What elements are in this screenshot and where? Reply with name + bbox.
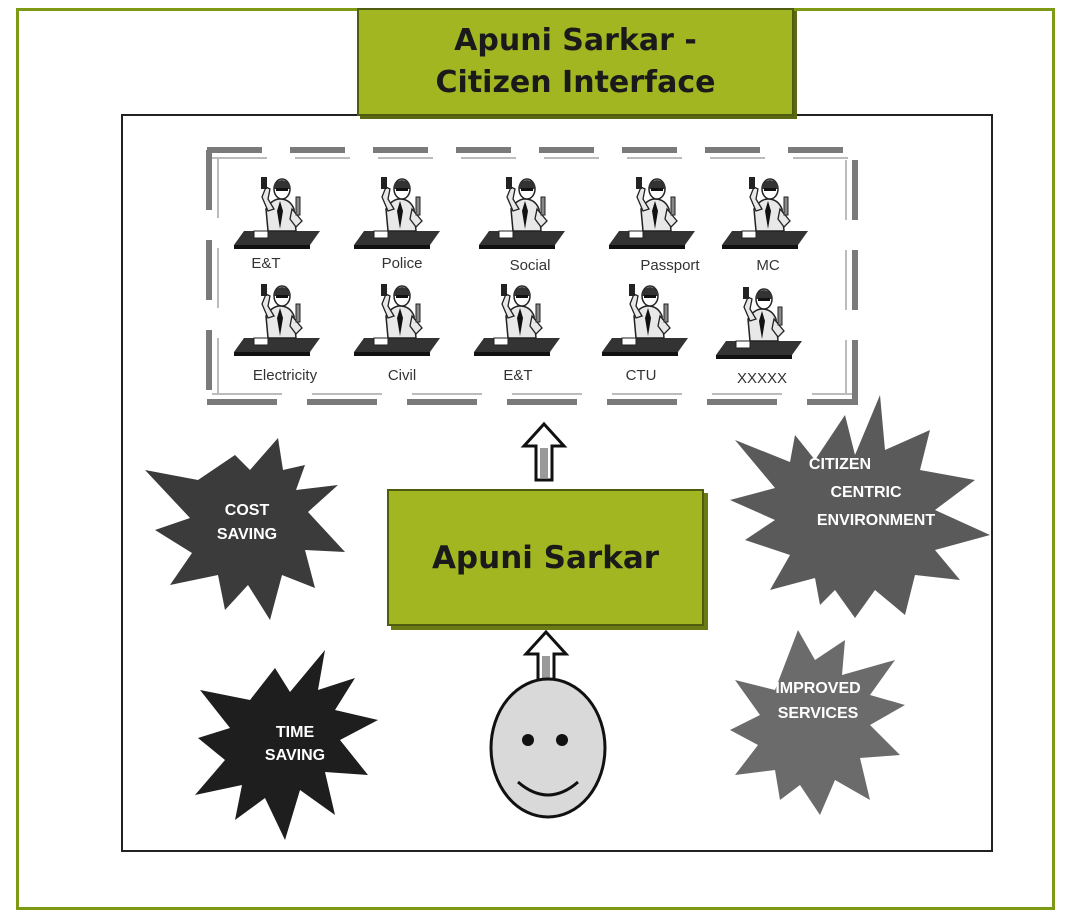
citizen-centric-line3: ENVIRONMENT: [817, 512, 935, 529]
dept-label-et-1: E&T: [251, 255, 280, 272]
officer-icon-row2-3: [473, 283, 561, 357]
citizen-centric-starburst: CITIZEN CENTRIC ENVIRONMENT: [730, 395, 990, 618]
title-box: Apuni Sarkar - Citizen Interface: [357, 8, 794, 116]
citizen-centric-line1: CITIZEN: [809, 456, 871, 473]
dept-label-civil: Civil: [388, 367, 416, 384]
time-saving-line1: TIME: [276, 724, 315, 741]
time-saving-starburst: TIME SAVING: [195, 650, 378, 840]
cost-saving-line2: SAVING: [217, 526, 277, 543]
officer-icon-row2-5: [715, 286, 803, 360]
citizen-smiley-icon: [489, 677, 607, 819]
improved-services-starburst: IMPROVED SERVICES: [730, 630, 905, 815]
dept-label-social: Social: [510, 257, 551, 274]
dept-label-police: Police: [382, 255, 423, 272]
apuni-sarkar-box: Apuni Sarkar: [387, 489, 704, 626]
cost-saving-line1: COST: [225, 502, 270, 519]
officer-icon-row2-4: [601, 283, 689, 357]
title-line1: Apuni Sarkar -: [454, 23, 697, 58]
officer-icon-row2-1: [233, 283, 321, 357]
title-line2: Citizen Interface: [435, 65, 716, 100]
dept-label-xxxxx: XXXXX: [737, 370, 787, 387]
dept-label-mc: MC: [756, 257, 779, 274]
officer-icon-row1-3: [478, 176, 566, 250]
up-arrow-icon-top: [522, 422, 566, 482]
center-label: Apuni Sarkar: [431, 539, 660, 576]
dept-label-passport: Passport: [640, 257, 700, 274]
time-saving-line2: SAVING: [265, 747, 325, 764]
officer-icon-row1-2: [353, 176, 441, 250]
improved-services-line1: IMPROVED: [775, 680, 860, 697]
dept-label-ctu: CTU: [626, 367, 657, 384]
cost-saving-starburst: COST SAVING: [145, 438, 345, 620]
officer-icon-row2-2: [353, 283, 441, 357]
citizen-centric-line2: CENTRIC: [830, 484, 902, 501]
department-panel-border: [206, 147, 858, 405]
officer-icon-row1-4: [608, 176, 696, 250]
improved-services-line2: SERVICES: [778, 705, 859, 722]
dept-label-et-2: E&T: [503, 367, 532, 384]
officer-icon-row1-1: [233, 176, 321, 250]
officer-icon-row1-5: [721, 176, 809, 250]
dept-label-electricity: Electricity: [253, 367, 318, 384]
